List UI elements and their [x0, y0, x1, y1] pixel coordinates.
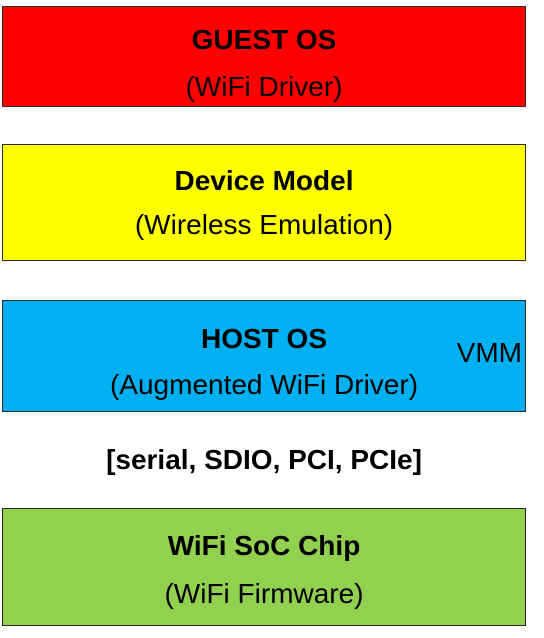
guest-os-layer: GUEST OS (WiFi Driver): [2, 6, 526, 107]
wifi-soc-layer: WiFi SoC Chip (WiFi Firmware): [2, 508, 526, 626]
interface-label: [serial, SDIO, PCI, PCIe]: [106, 444, 422, 475]
guest-os-subtitle: (WiFi Driver): [185, 71, 343, 102]
host-os-layer: HOST OS VMM (Augmented WiFi Driver): [2, 300, 526, 412]
wifi-soc-subtitle: (WiFi Firmware): [164, 578, 364, 609]
vmm-label: VMM: [456, 337, 522, 368]
wifi-soc-title: WiFi SoC Chip: [167, 530, 361, 561]
host-os-subtitle: (Augmented WiFi Driver): [109, 369, 419, 400]
device-model-subtitle: (Wireless Emulation): [134, 209, 394, 240]
host-os-title: HOST OS: [200, 323, 327, 354]
device-model-layer: Device Model (Wireless Emulation): [2, 144, 526, 261]
guest-os-title: GUEST OS: [191, 24, 337, 55]
device-model-title: Device Model: [174, 165, 354, 196]
